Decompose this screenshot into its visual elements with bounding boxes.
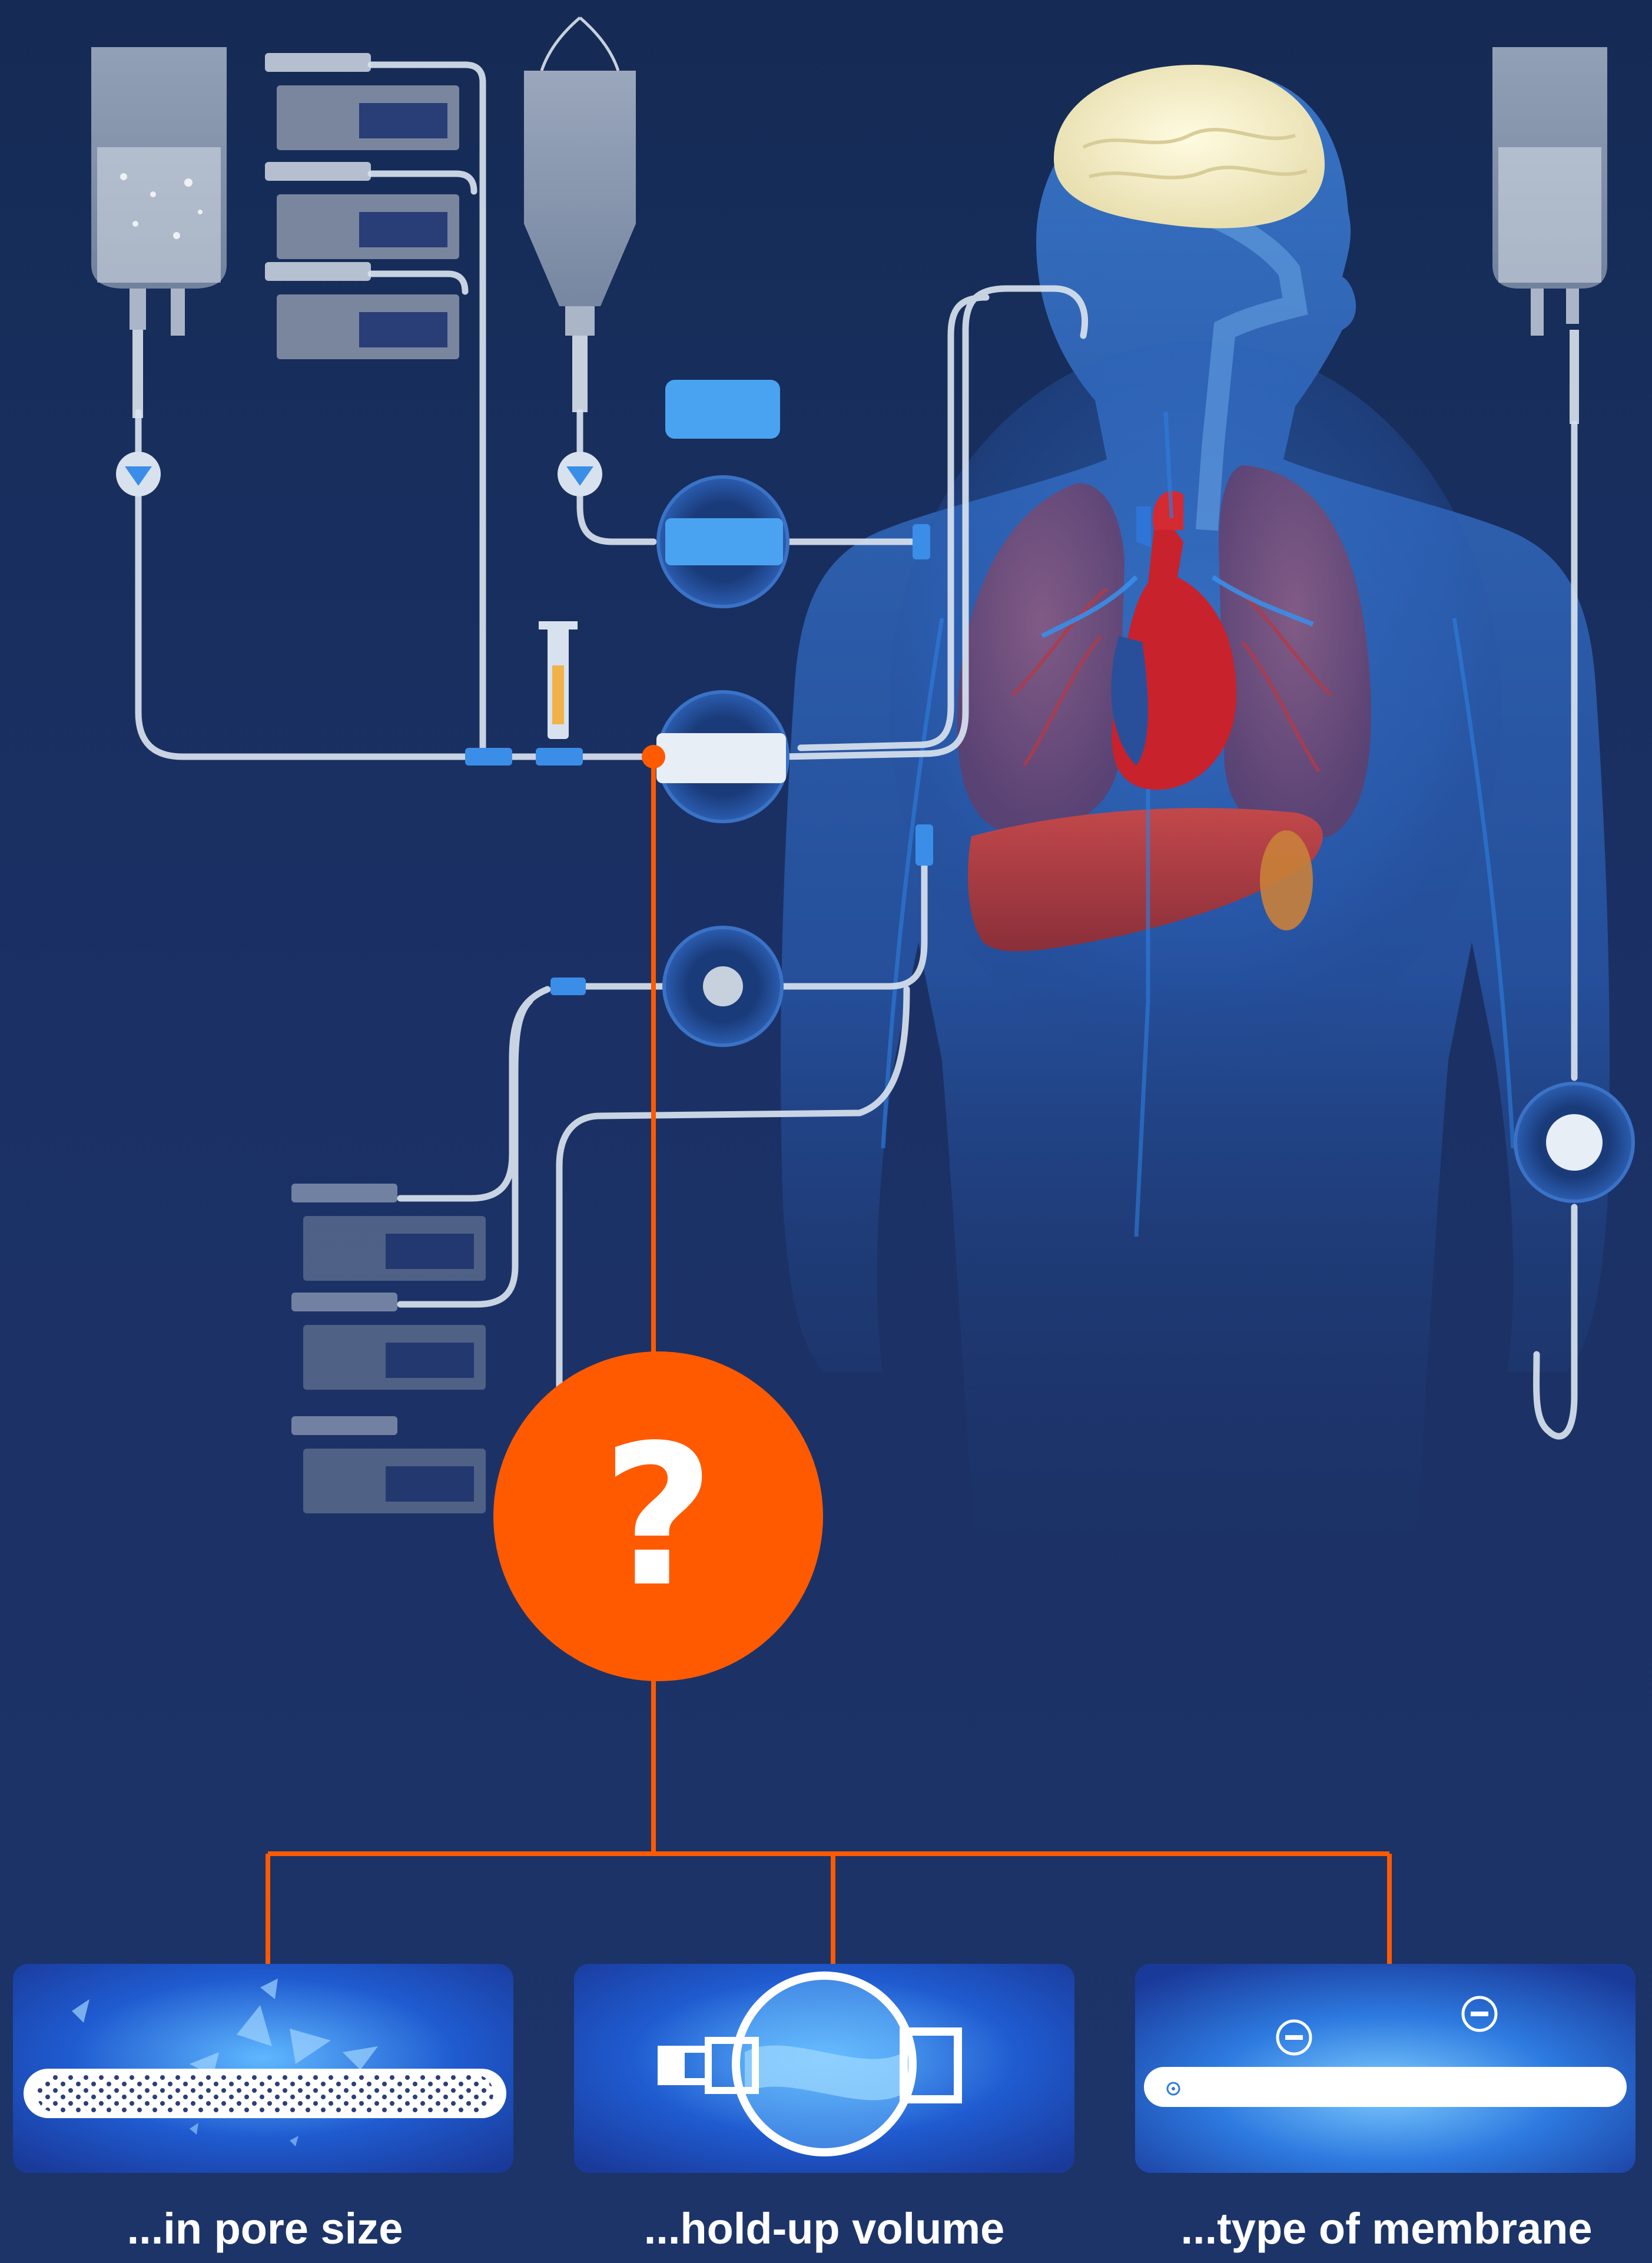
iv-bag-left: [91, 47, 227, 418]
membrane-type-panel: [1135, 1964, 1636, 2173]
syringe-pumps-top: [265, 53, 459, 359]
question-mark-badge: ?: [493, 1351, 823, 1681]
charged-membrane-icon: [1135, 1964, 1636, 2173]
filter-housing-icon: [574, 1964, 1074, 2173]
syringe-pumps-bottom: [291, 1184, 486, 1513]
connection-point: [642, 745, 665, 768]
pore-size-panel: [13, 1964, 513, 2173]
infusion-bottle: [524, 18, 636, 412]
hold-up-volume-panel: [574, 1964, 1074, 2173]
caption-membrane-type: ...type of membrane: [1122, 2202, 1651, 2255]
human-body-illustration: [781, 65, 1610, 1590]
porous-membrane-icon: [13, 1964, 513, 2173]
iv-bag-right: [1492, 47, 1607, 424]
drip-chamber-icons: [116, 452, 602, 496]
caption-hold-up-volume: ...hold-up volume: [559, 2202, 1089, 2255]
syringe-icon: [539, 621, 578, 739]
caption-pore-size: ...in pore size: [0, 2202, 530, 2255]
